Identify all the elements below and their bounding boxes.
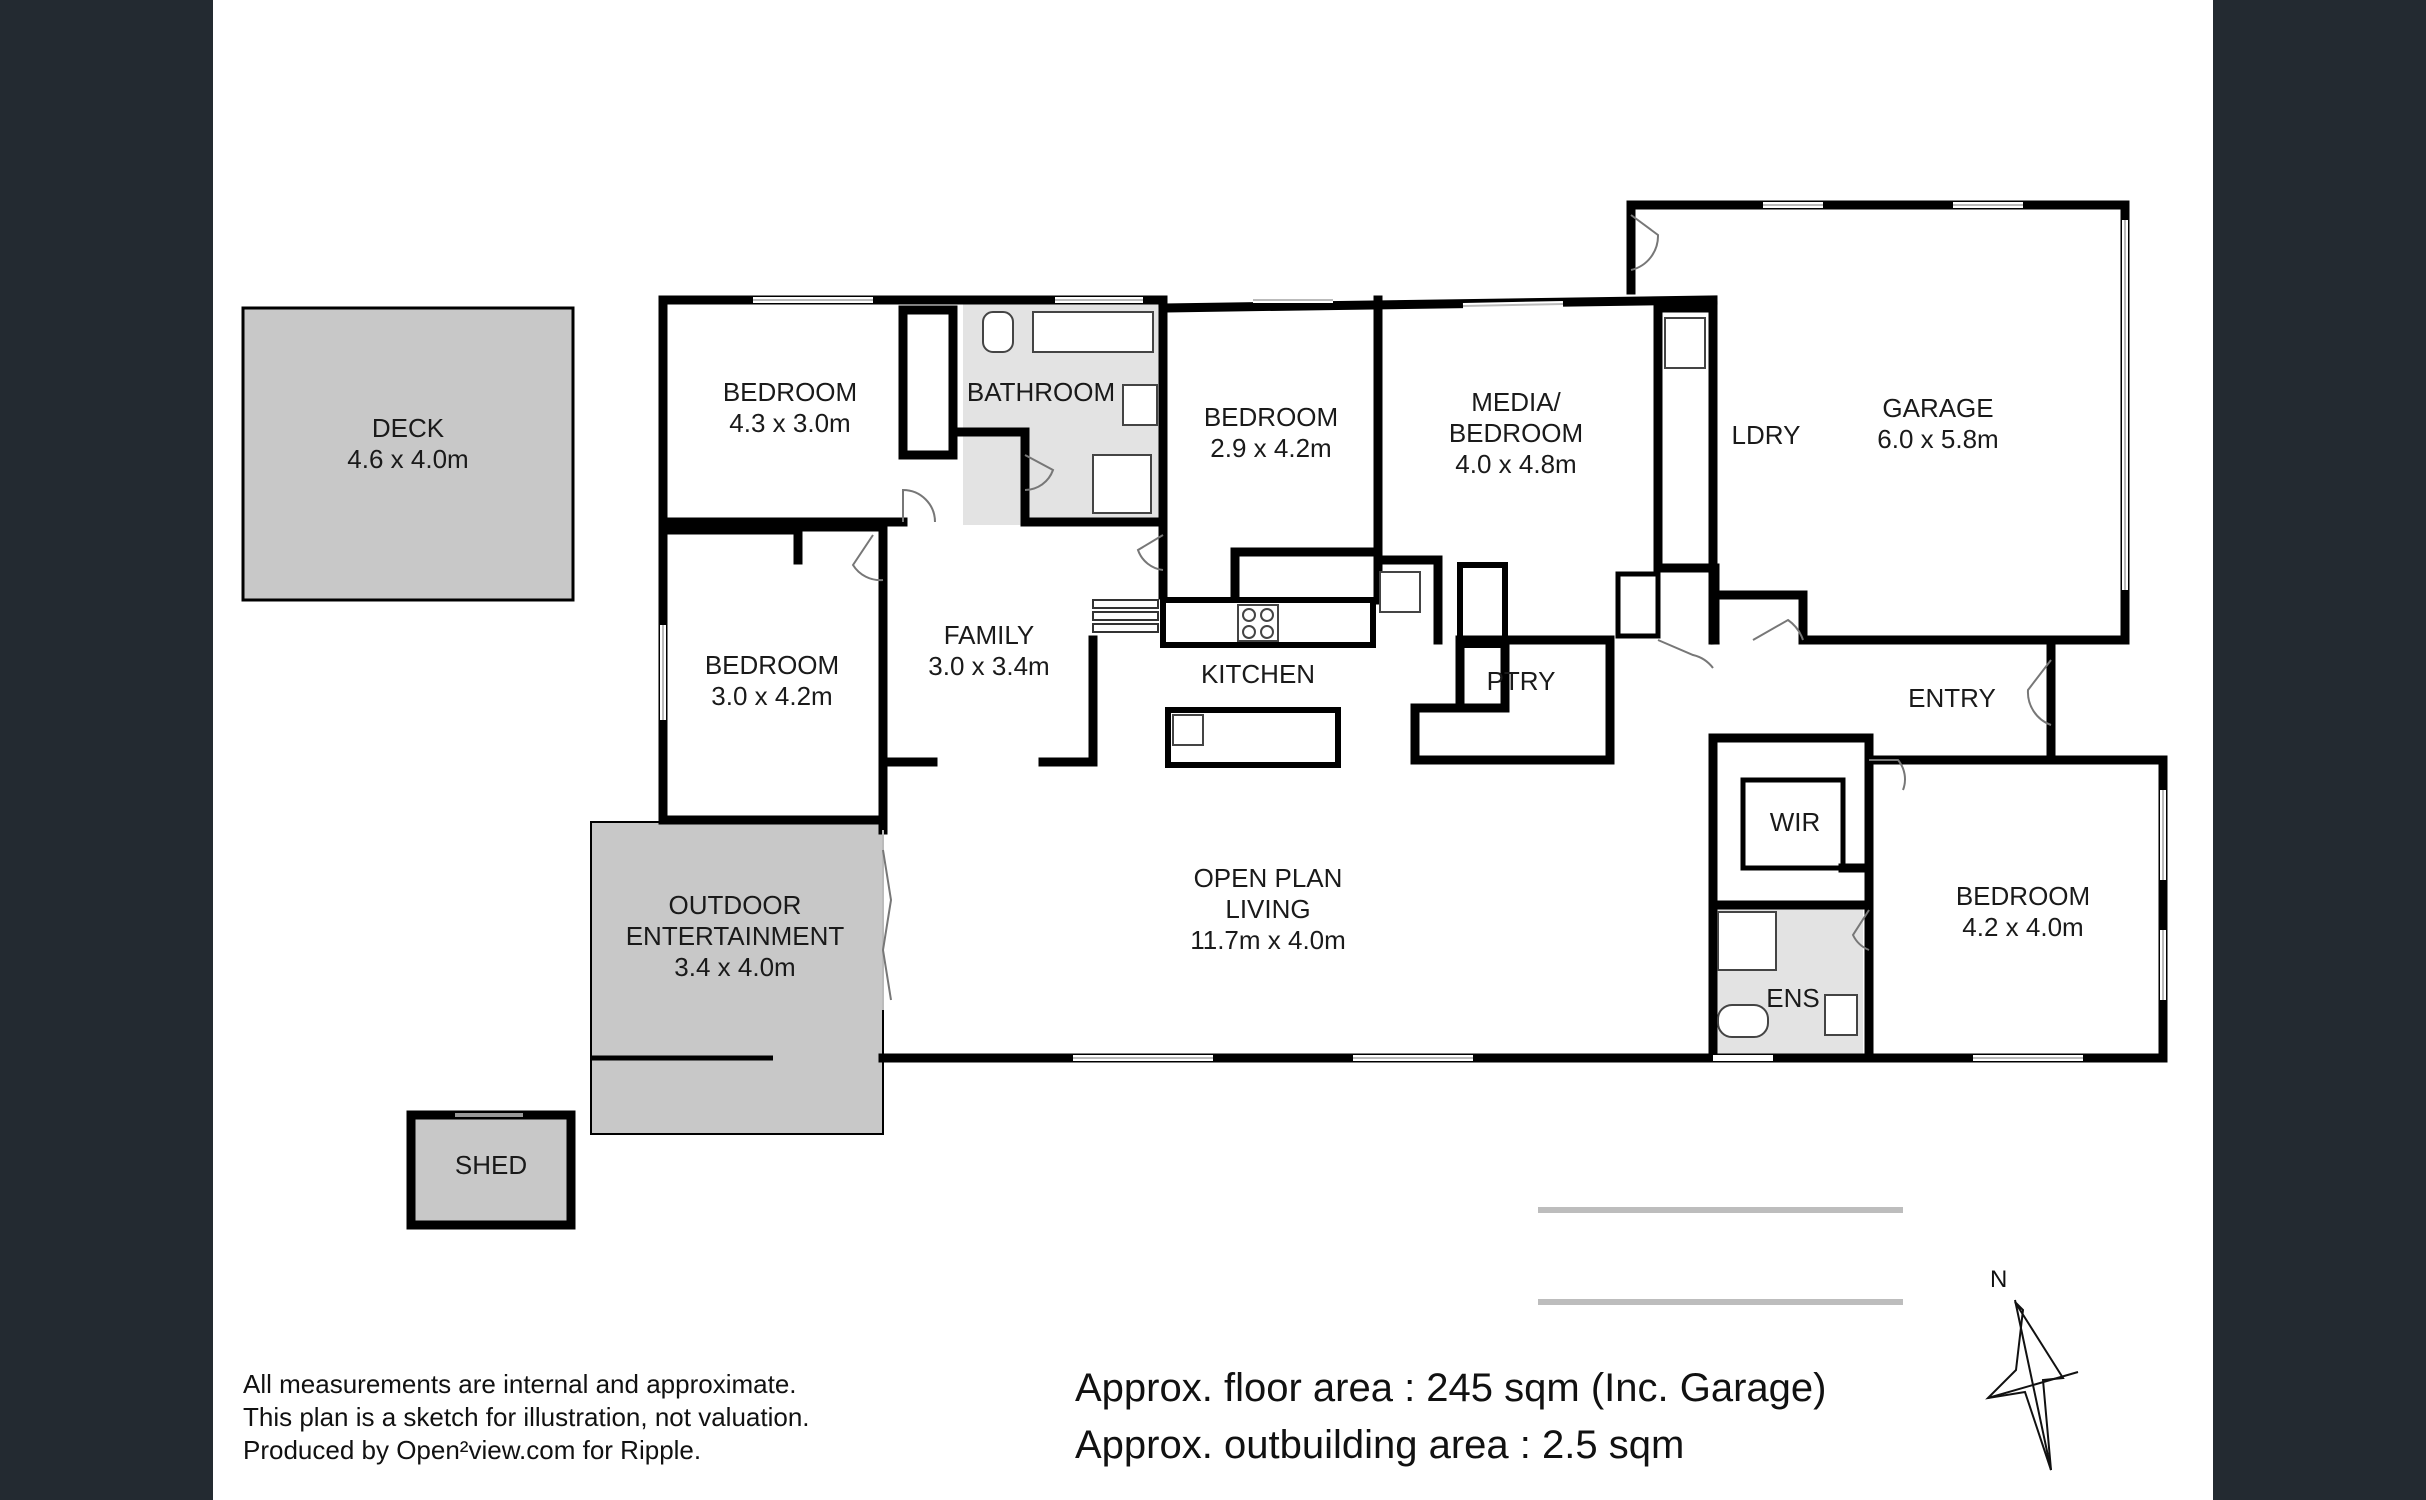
deck-area xyxy=(241,306,575,602)
room-name: BEDROOM xyxy=(704,650,840,680)
room-bedroom-4: BEDROOM 4.2 x 4.0m xyxy=(1956,881,2090,943)
room-name: LDRY xyxy=(1731,420,1801,450)
room-outdoor-entertainment: OUTDOOR ENTERTAINMENT 3.4 x 4.0m xyxy=(626,890,845,983)
room-name: PTRY xyxy=(1486,666,1556,696)
room-name: MEDIA/ xyxy=(1471,387,1561,417)
room-size: 3.0 x 3.4m xyxy=(928,651,1050,681)
outdoor-entertainment-area xyxy=(590,821,884,1135)
room-pantry: PTRY xyxy=(1487,666,1556,697)
room-size: 2.9 x 4.2m xyxy=(1210,433,1332,463)
room-bedroom-2: BEDROOM 2.9 x 4.2m xyxy=(1204,402,1338,464)
room-name-line-2: ENTERTAINMENT xyxy=(625,921,845,951)
room-size: 4.2 x 4.0m xyxy=(1962,912,2084,942)
room-name: BEDROOM xyxy=(1203,402,1339,432)
room-kitchen: KITCHEN xyxy=(1201,659,1315,690)
room-size: 4.3 x 3.0m xyxy=(729,408,851,438)
room-shed: SHED xyxy=(455,1150,527,1181)
room-name: OUTDOOR xyxy=(668,890,802,920)
room-walk-in-robe: WIR xyxy=(1770,807,1821,838)
room-media-bedroom: MEDIA/ BEDROOM 4.0 x 4.8m xyxy=(1449,387,1583,480)
area-summary: Approx. floor area : 245 sqm (Inc. Garag… xyxy=(1075,1360,1826,1474)
room-size: 6.0 x 5.8m xyxy=(1877,424,1999,454)
floor-plan-drawing xyxy=(241,200,2168,1471)
compass-icon xyxy=(1985,1299,2079,1471)
room-size: 3.0 x 4.2m xyxy=(711,681,833,711)
room-name-line-2: BEDROOM xyxy=(1448,418,1584,448)
room-size: 4.0 x 4.8m xyxy=(1455,449,1577,479)
compass-label: N xyxy=(1990,1266,2008,1293)
room-name: OPEN PLAN xyxy=(1193,863,1343,893)
room-name: DECK xyxy=(371,413,445,443)
room-name: BATHROOM xyxy=(966,377,1116,407)
room-name: KITCHEN xyxy=(1200,659,1316,689)
stair-step-2 xyxy=(1092,611,1159,621)
fixtures xyxy=(982,311,1858,1038)
floor-area: Approx. floor area : 245 sqm (Inc. Garag… xyxy=(1075,1366,1827,1410)
room-name-line-2: LIVING xyxy=(1225,894,1311,924)
room-name: ENS xyxy=(1766,983,1820,1013)
room-bathroom: BATHROOM xyxy=(967,377,1115,408)
stair-step-1 xyxy=(1092,599,1159,609)
note-line: All measurements are internal and approx… xyxy=(243,1369,797,1399)
room-bedroom-3: BEDROOM 3.0 x 4.2m xyxy=(705,650,839,712)
room-ensuite: ENS xyxy=(1766,983,1819,1014)
window-glass xyxy=(662,204,2164,1059)
stair-step-3 xyxy=(1092,623,1159,633)
room-laundry: LDRY xyxy=(1732,420,1801,451)
doors xyxy=(851,214,2052,1001)
room-size: 4.6 x 4.0m xyxy=(347,444,469,474)
room-garage: GARAGE 6.0 x 5.8m xyxy=(1877,393,1998,455)
note-line: This plan is a sketch for illustration, … xyxy=(243,1402,810,1432)
note-line: Produced by Open²view.com for Ripple. xyxy=(243,1435,702,1465)
room-entry: ENTRY xyxy=(1908,683,1996,714)
walls xyxy=(658,200,2168,1063)
room-name: ENTRY xyxy=(1908,683,1996,713)
room-name: WIR xyxy=(1769,807,1821,837)
room-size: 3.4 x 4.0m xyxy=(674,952,796,982)
room-name: GARAGE xyxy=(1882,393,1994,423)
room-name: BEDROOM xyxy=(722,377,858,407)
room-family: FAMILY 3.0 x 3.4m xyxy=(928,620,1049,682)
room-name: FAMILY xyxy=(943,620,1035,650)
room-deck: DECK 4.6 x 4.0m xyxy=(347,413,468,475)
room-size: 11.7m x 4.0m xyxy=(1190,925,1346,955)
room-name: SHED xyxy=(454,1150,528,1180)
room-name: BEDROOM xyxy=(1955,881,2091,911)
room-open-plan-living: OPEN PLAN LIVING 11.7m x 4.0m xyxy=(1190,863,1346,956)
room-bedroom-1: BEDROOM 4.3 x 3.0m xyxy=(723,377,857,439)
floor-plan-sheet: DECK 4.6 x 4.0m BEDROOM 4.3 x 3.0m BATHR… xyxy=(213,0,2213,1500)
windows xyxy=(660,202,2166,1061)
outbuilding-area: Approx. outbuilding area : 2.5 sqm xyxy=(1075,1423,1685,1467)
disclaimer-notes: All measurements are internal and approx… xyxy=(243,1368,810,1467)
